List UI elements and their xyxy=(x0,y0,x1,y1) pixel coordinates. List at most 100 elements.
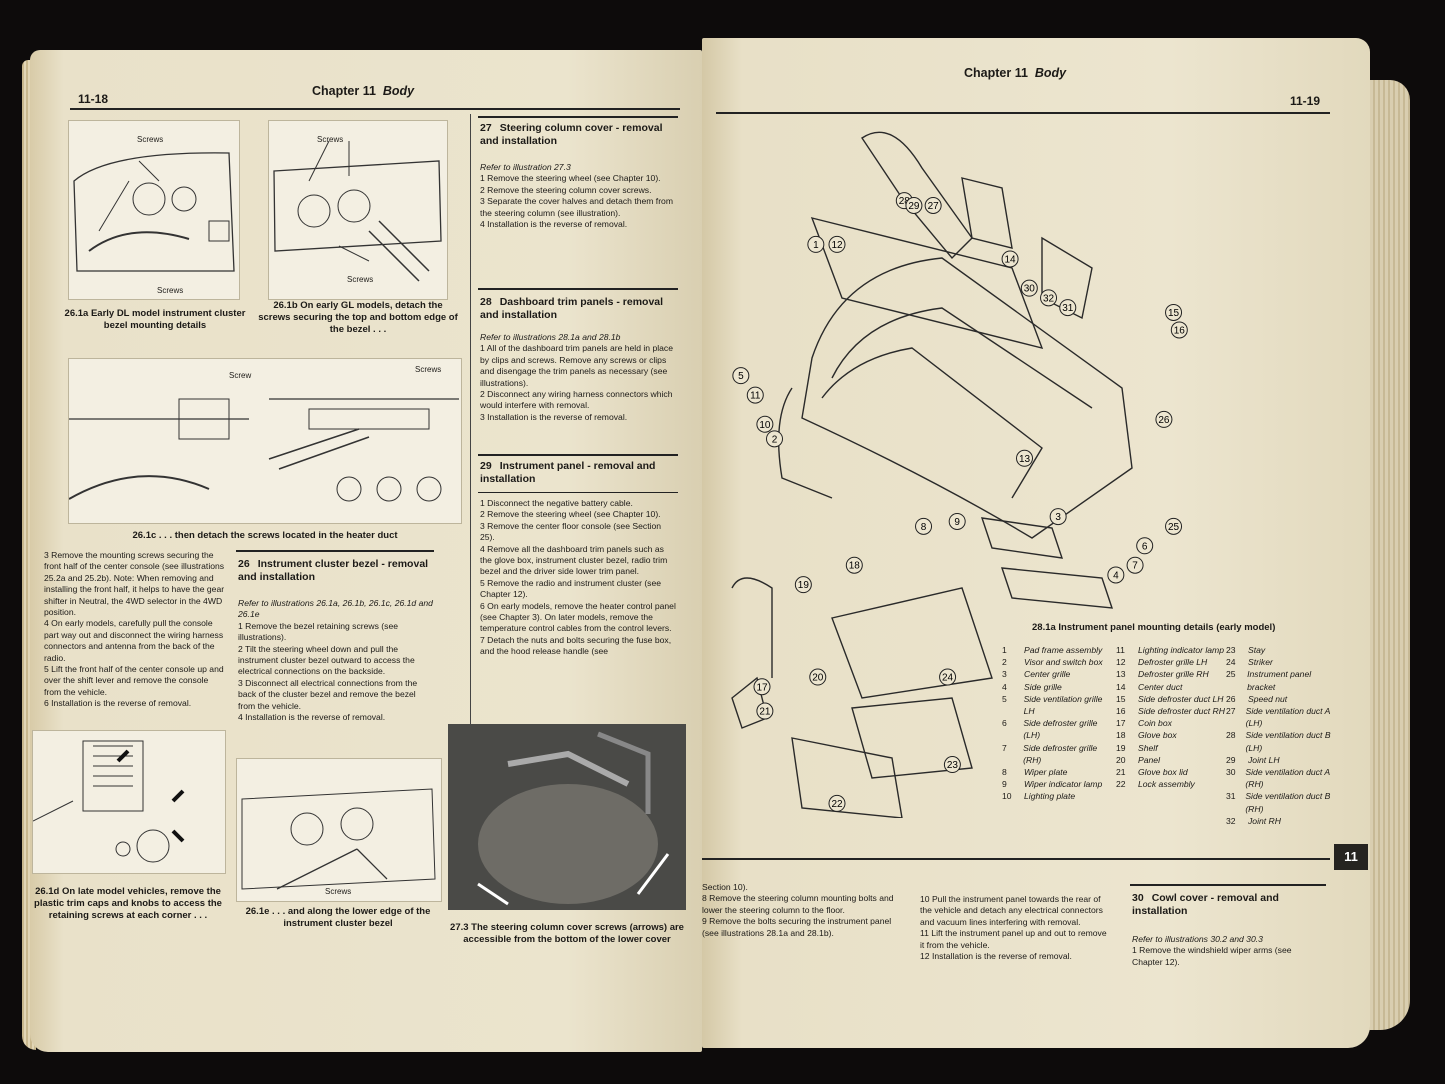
legend-item: 1 Pad frame assembly xyxy=(1002,644,1114,656)
figure-26-1a: Screws Screws xyxy=(68,120,240,300)
legend-text: Lighting indicator lamp xyxy=(1138,645,1224,655)
legend-text: Side defroster grille (RH) xyxy=(1023,742,1098,765)
label-screws: Screws xyxy=(415,365,442,374)
legend-text: Shelf xyxy=(1138,742,1158,753)
legend-number: 30 xyxy=(1226,767,1236,778)
callout-number: 16 xyxy=(1174,325,1186,336)
legend-number: 31 xyxy=(1226,791,1236,802)
legend-text: Side ventilation duct A (RH) xyxy=(1245,767,1330,790)
callout-number: 24 xyxy=(942,673,954,684)
legend-number: 20 xyxy=(1116,754,1126,765)
callout-circle xyxy=(794,576,812,594)
label-screws: Screws xyxy=(325,887,352,896)
right-page: Chapter 11 Body 11-19 xyxy=(702,38,1370,1048)
callout-number: 28 xyxy=(899,196,911,207)
legend-number: 1 xyxy=(1002,645,1007,655)
legend-number: 29 xyxy=(1226,754,1236,765)
heater-duct-line-drawing xyxy=(69,398,459,502)
legend-text: Side defroster duct RH xyxy=(1138,706,1225,717)
callout-circle xyxy=(1016,449,1033,467)
legend-number: 28 xyxy=(1226,730,1236,741)
legend-text: Pad frame assembly xyxy=(1024,645,1103,655)
legend-number: 25 xyxy=(1226,669,1236,680)
callout-number: 14 xyxy=(1005,254,1017,265)
legend-number: 15 xyxy=(1116,693,1126,704)
callout-number: 2 xyxy=(772,434,778,445)
left-header-rule xyxy=(70,108,680,110)
figure-26-1b: Screws Screws xyxy=(268,120,448,300)
caption-26-1a: 26.1a Early DL model instrument cluster … xyxy=(64,308,246,331)
legend-text: Side defroster grille (LH) xyxy=(1023,718,1098,741)
label-screw: Screw xyxy=(229,371,252,380)
sec28-rule xyxy=(478,288,678,290)
callout-circle xyxy=(807,235,825,253)
bottom-rule xyxy=(702,858,1330,860)
figure-26-1d xyxy=(32,730,226,874)
legend-number: 21 xyxy=(1116,767,1126,778)
callout-number: 1 xyxy=(813,240,819,251)
sec29-underline xyxy=(478,492,678,493)
callout-number: 5 xyxy=(738,371,744,382)
legend-text: Side defroster duct LH xyxy=(1138,693,1224,704)
callout-number: 20 xyxy=(812,673,824,684)
callout-circle xyxy=(924,197,942,214)
callout-circle xyxy=(1040,289,1058,307)
callout-circle xyxy=(943,756,961,774)
right-header-rule xyxy=(716,112,1330,114)
sec27-rule xyxy=(478,116,678,118)
callout-circle xyxy=(756,415,774,433)
legend-number: 19 xyxy=(1116,742,1126,753)
legend-text: Defroster grille RH xyxy=(1138,669,1209,680)
legend-text: Glove box xyxy=(1138,730,1177,741)
legend-number: 23 xyxy=(1226,645,1236,655)
caption-28-1a: 28.1a Instrument panel mounting details … xyxy=(1032,622,1276,633)
callout-number: 15 xyxy=(1168,308,1180,319)
legend-text: Glove box lid xyxy=(1138,767,1188,778)
callout-number: 6 xyxy=(1142,541,1148,552)
legend-number: 13 xyxy=(1116,669,1126,680)
callout-circle xyxy=(1020,279,1038,297)
legend-number: 3 xyxy=(1002,669,1007,680)
legend-item: 13 Defroster grille RH xyxy=(1116,668,1228,680)
callout-circle xyxy=(1107,566,1125,584)
callout-circle xyxy=(948,512,966,530)
callout-number: 19 xyxy=(798,580,810,591)
callout-circle xyxy=(732,367,750,385)
callout-number: 32 xyxy=(1043,293,1055,304)
right-page-edges xyxy=(1365,80,1410,1030)
bezel-line-drawing xyxy=(273,140,442,282)
legend-text: Side ventilation duct B (LH) xyxy=(1245,730,1331,753)
legend-text: Defroster grille LH xyxy=(1138,657,1208,668)
callout-circle xyxy=(1001,250,1019,268)
callout-circle xyxy=(1165,303,1183,321)
callout-number: 29 xyxy=(908,201,920,212)
callout-circle xyxy=(766,430,783,448)
legend-number: 9 xyxy=(1002,779,1007,790)
callout-number: 22 xyxy=(831,799,843,810)
callout-circle xyxy=(939,668,957,686)
legend-text: Side ventilation grille LH xyxy=(1023,693,1103,717)
legend-number: 14 xyxy=(1116,681,1126,692)
legend-number: 10 xyxy=(1002,791,1012,802)
sec30-body: Refer to illustrations 30.2 and 30.3 1 R… xyxy=(1132,934,1292,967)
dashboard-line-drawing xyxy=(73,152,235,272)
